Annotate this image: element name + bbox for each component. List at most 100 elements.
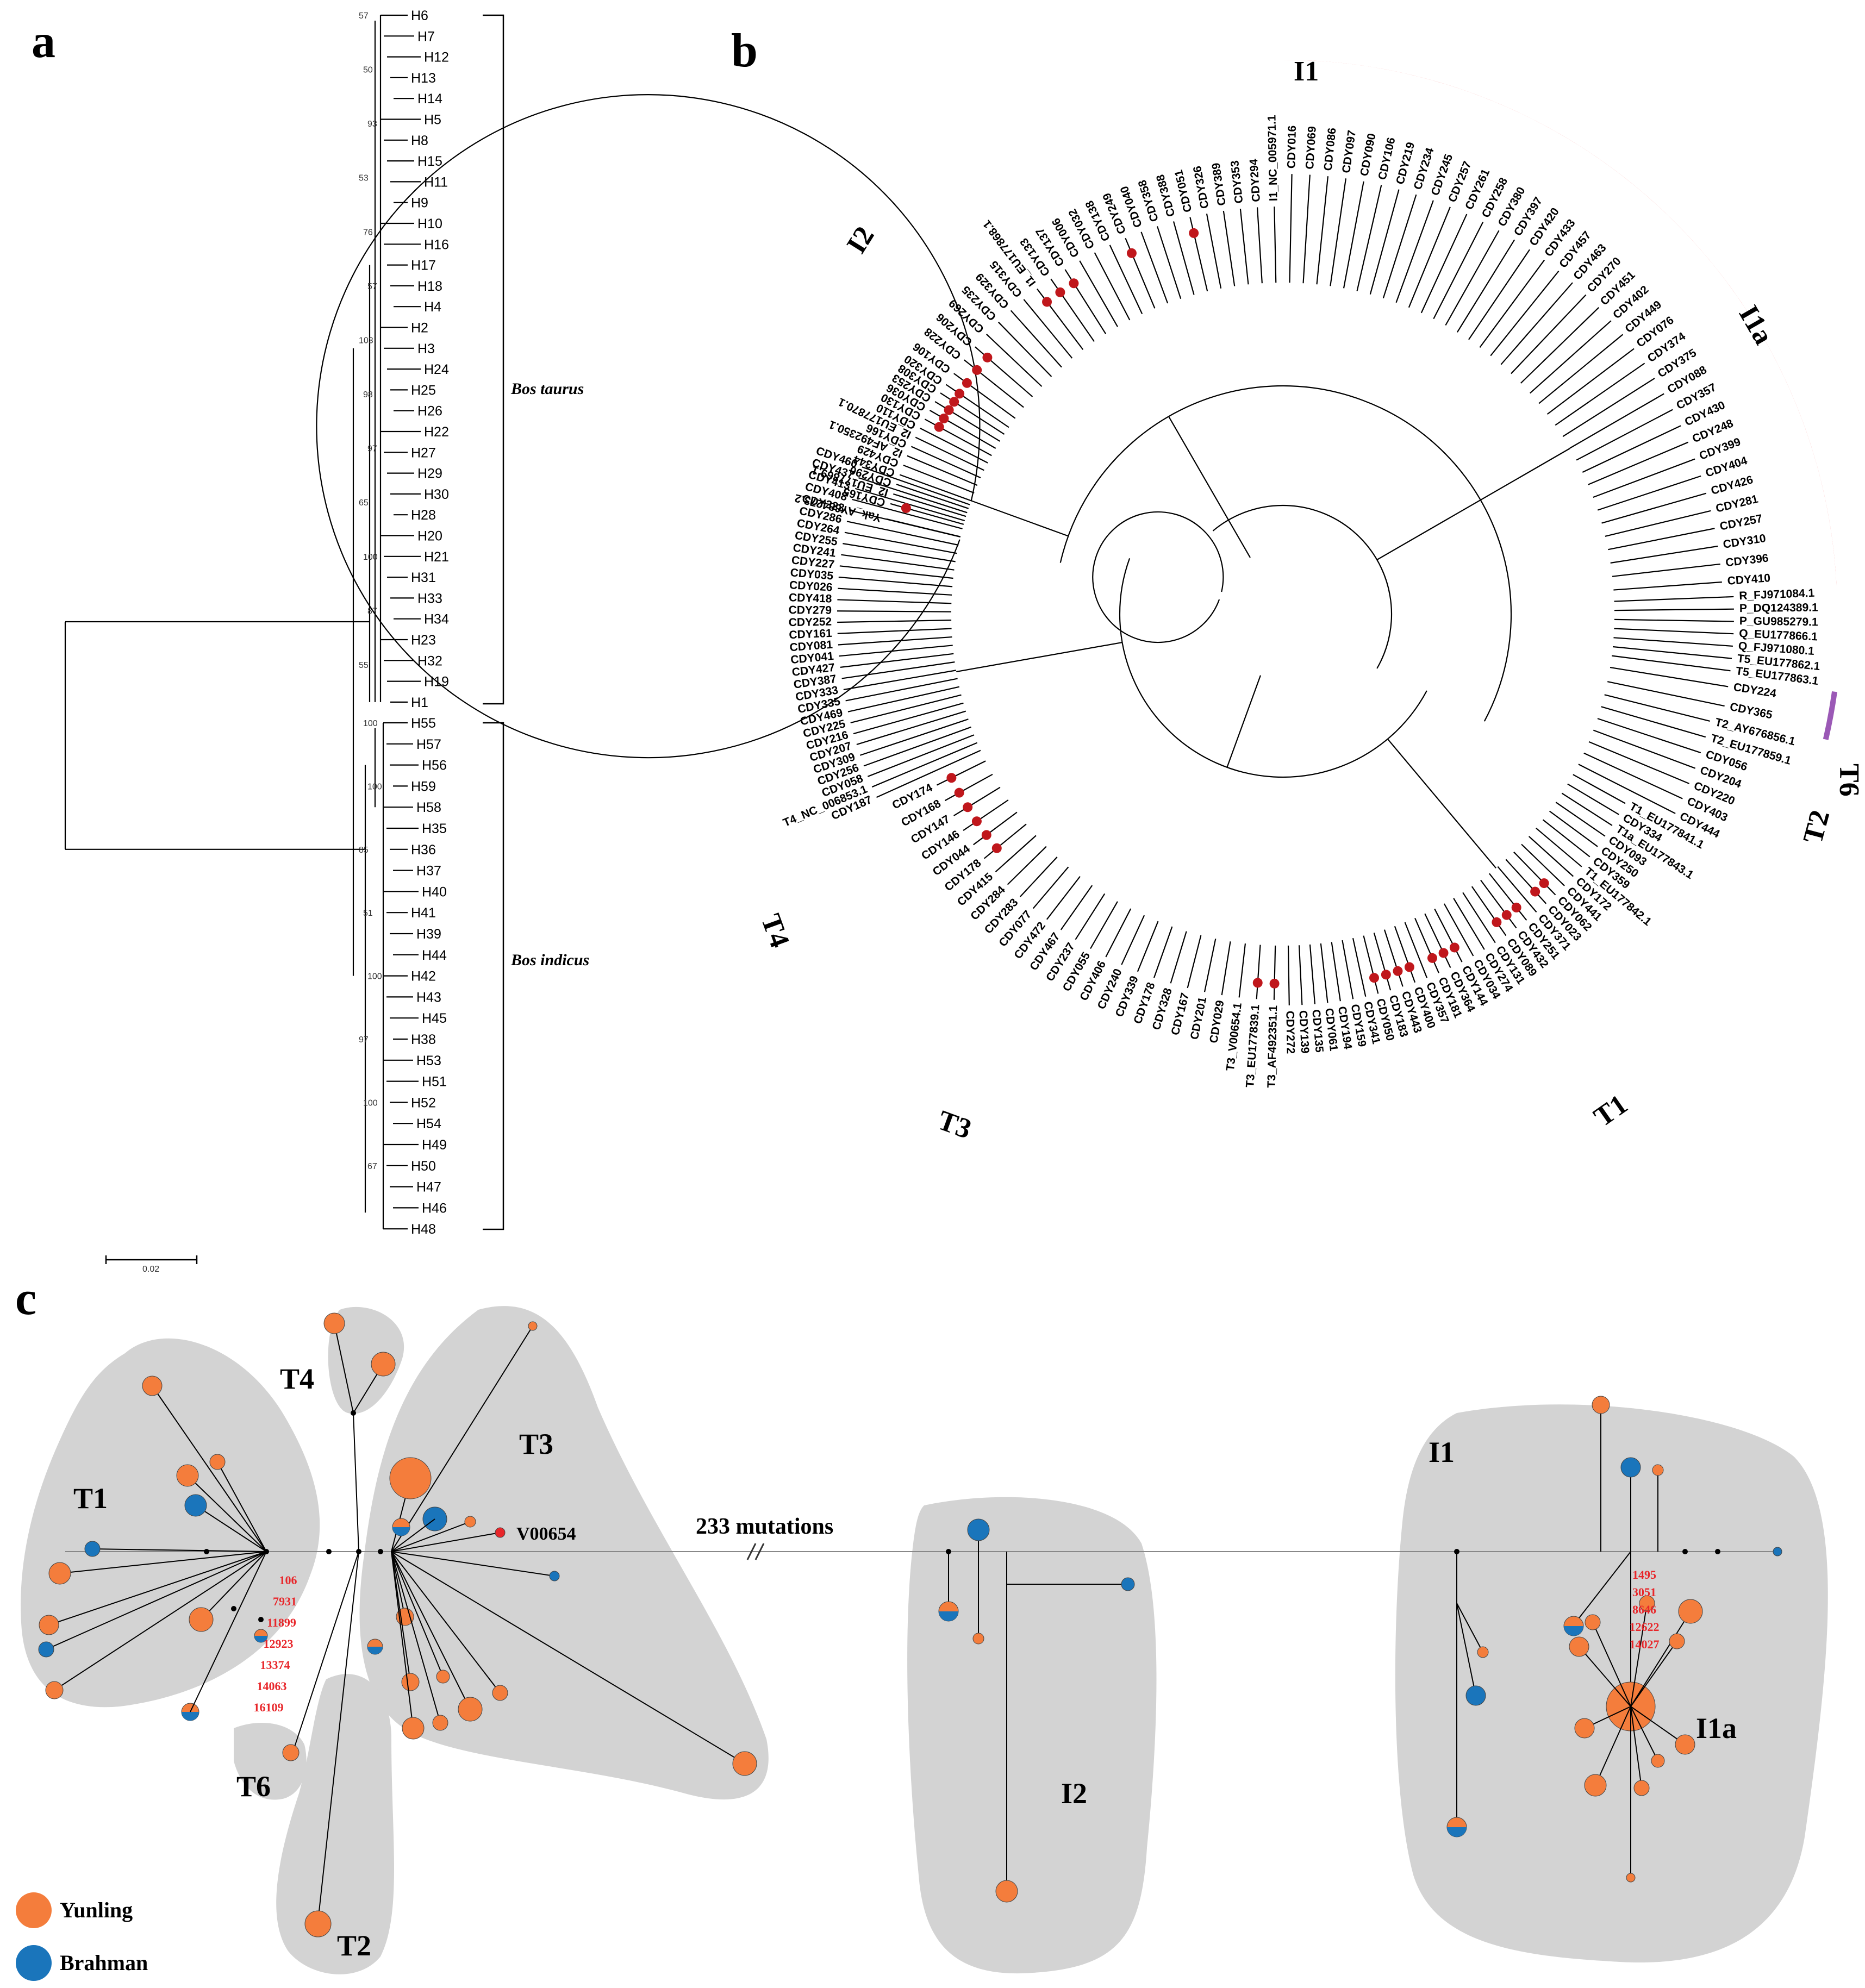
sample-marker-dot <box>954 787 964 798</box>
sample-marker-dot <box>1393 966 1403 976</box>
median-vector <box>204 1549 209 1554</box>
tree-a-bootstrap-values: 5750935376571039897651008755100100855110… <box>359 11 382 1171</box>
sample-marker-dot <box>1404 962 1414 972</box>
tip-T4-branch <box>838 636 952 646</box>
network-edge <box>391 1518 435 1552</box>
tip-I1a-branch <box>1569 393 1664 449</box>
tip-T3-branch <box>1187 935 1202 989</box>
network-edge <box>59 1551 267 1574</box>
tip-I1-branch <box>1023 299 1073 359</box>
haplotype-node-T1-shared <box>254 1636 267 1642</box>
tree-a-tip-label: H58 <box>416 800 441 815</box>
tip-I1-branch <box>1239 208 1249 285</box>
tree-a-bootstrap: 65 <box>359 498 369 508</box>
hap-label-I2: I2 <box>1061 1777 1087 1810</box>
network-blob-T4 <box>328 1306 404 1414</box>
haplotype-node-T4 <box>323 1312 345 1334</box>
sample-marker-dot <box>991 843 1002 853</box>
tree-a-bootstrap: 100 <box>363 719 378 728</box>
tip-I1a-branch <box>1608 528 1715 551</box>
haplotype-node-T4 <box>371 1352 396 1377</box>
panel-letter-a: a <box>32 15 55 68</box>
haplotype-node-I2 <box>995 1880 1018 1903</box>
tip-T3-branch <box>937 760 986 786</box>
tree-b-internal-arc <box>1212 504 1393 669</box>
branch-break-mark <box>754 1543 765 1560</box>
tip-T2-branch <box>1578 764 1676 814</box>
circular-phylogeny-b <box>316 94 1734 1005</box>
tree-a-tip-label: H23 <box>411 633 436 648</box>
tip-T3-branch <box>1203 939 1217 992</box>
haplotype-node-T3 <box>732 1751 757 1776</box>
haplotype-node-T1-brahman <box>184 1494 207 1517</box>
haplotype-node-V00654 <box>495 1527 506 1538</box>
sample-marker-dot <box>1539 878 1549 889</box>
tree-a-tip-label: H57 <box>416 737 441 752</box>
tip-T4-label: CDY081 <box>789 639 833 654</box>
sample-marker-dot <box>1438 948 1449 958</box>
tip-I1-branch <box>1109 245 1143 315</box>
tip-T3-branch <box>1170 931 1187 984</box>
tree-a-bootstrap: 93 <box>367 120 377 129</box>
network-edge <box>1630 1611 1691 1707</box>
haplotype-node-T3-shared <box>392 1527 410 1536</box>
tip-T4-branch <box>847 686 960 712</box>
tree-a-bootstrap: 57 <box>367 282 377 291</box>
haplotype-node-T1 <box>45 1681 64 1699</box>
tip-T1-branch <box>1453 898 1485 950</box>
tip-T3-branch <box>1256 945 1261 999</box>
tip-T1-branch <box>1471 886 1507 936</box>
tree-a-tip-label: H28 <box>411 508 436 523</box>
network-edge <box>293 1551 359 1751</box>
tip-ref-label: P_GU985279.1 <box>1739 615 1818 628</box>
haplotype-node-I1a <box>1675 1734 1695 1755</box>
tree-b-inner-mask <box>728 60 1837 1168</box>
haplotype-node-I1a <box>1569 1636 1589 1657</box>
tree-b-internal-arc <box>1119 558 1427 778</box>
network-edge <box>391 1551 501 1693</box>
tip-ref-branch <box>1613 637 1733 647</box>
network-edge <box>46 1551 267 1650</box>
legend-swatch-yunling <box>16 1892 52 1928</box>
tip-T3-branch <box>944 773 993 802</box>
tree-a-tip-label: H40 <box>422 884 447 899</box>
network-edge <box>391 1551 555 1577</box>
network-edge <box>1630 1706 1658 1761</box>
tip-ref-branch <box>1614 608 1734 611</box>
scale-bar-label: 0.02 <box>142 1265 159 1274</box>
haplotype-node-T2 <box>304 1910 332 1937</box>
network-edge <box>48 1551 267 1626</box>
tip-I1a-branch <box>1555 362 1645 426</box>
tree-a-tip-label: H35 <box>422 821 447 836</box>
network-blob-T1 <box>21 1338 320 1708</box>
network-edge <box>353 1412 359 1552</box>
tip-T4-branch <box>852 498 963 530</box>
mutation-label: 14027 <box>1630 1637 1660 1651</box>
circular-tree-sample-markers <box>901 228 1549 989</box>
tip-T4-branch <box>858 477 968 514</box>
tip-T1-branch <box>1561 792 1613 826</box>
tree-a-tip-label: H50 <box>411 1159 436 1174</box>
tree-a-tip-label: H36 <box>411 842 436 858</box>
bracket-bos-indicus <box>483 722 504 1230</box>
tip-I2-branch <box>903 464 975 494</box>
tree-a-tip-label: H13 <box>411 71 436 86</box>
tree-a-tip-label: H22 <box>424 424 449 440</box>
network-edge <box>217 1461 267 1552</box>
tip-T3-branch <box>1153 926 1173 978</box>
haplotype-node-T1 <box>142 1376 163 1396</box>
sample-marker-dot <box>1269 978 1280 989</box>
tree-a-tip-label: H16 <box>424 237 449 252</box>
tip-ref-branch <box>1614 596 1734 602</box>
tip-I1a-branch <box>1610 545 1718 564</box>
tip-I1a-branch <box>1530 320 1612 394</box>
tip-T1-branch <box>1513 851 1556 896</box>
tip-T4-branch <box>859 718 969 756</box>
tree-a-tip-label: H56 <box>422 758 447 773</box>
tip-I1a-branch <box>1605 510 1711 537</box>
tree-a-tip-label: H14 <box>417 91 442 107</box>
branch-break-mark <box>746 1543 757 1560</box>
clade-label-T3: T3 <box>934 1105 976 1145</box>
